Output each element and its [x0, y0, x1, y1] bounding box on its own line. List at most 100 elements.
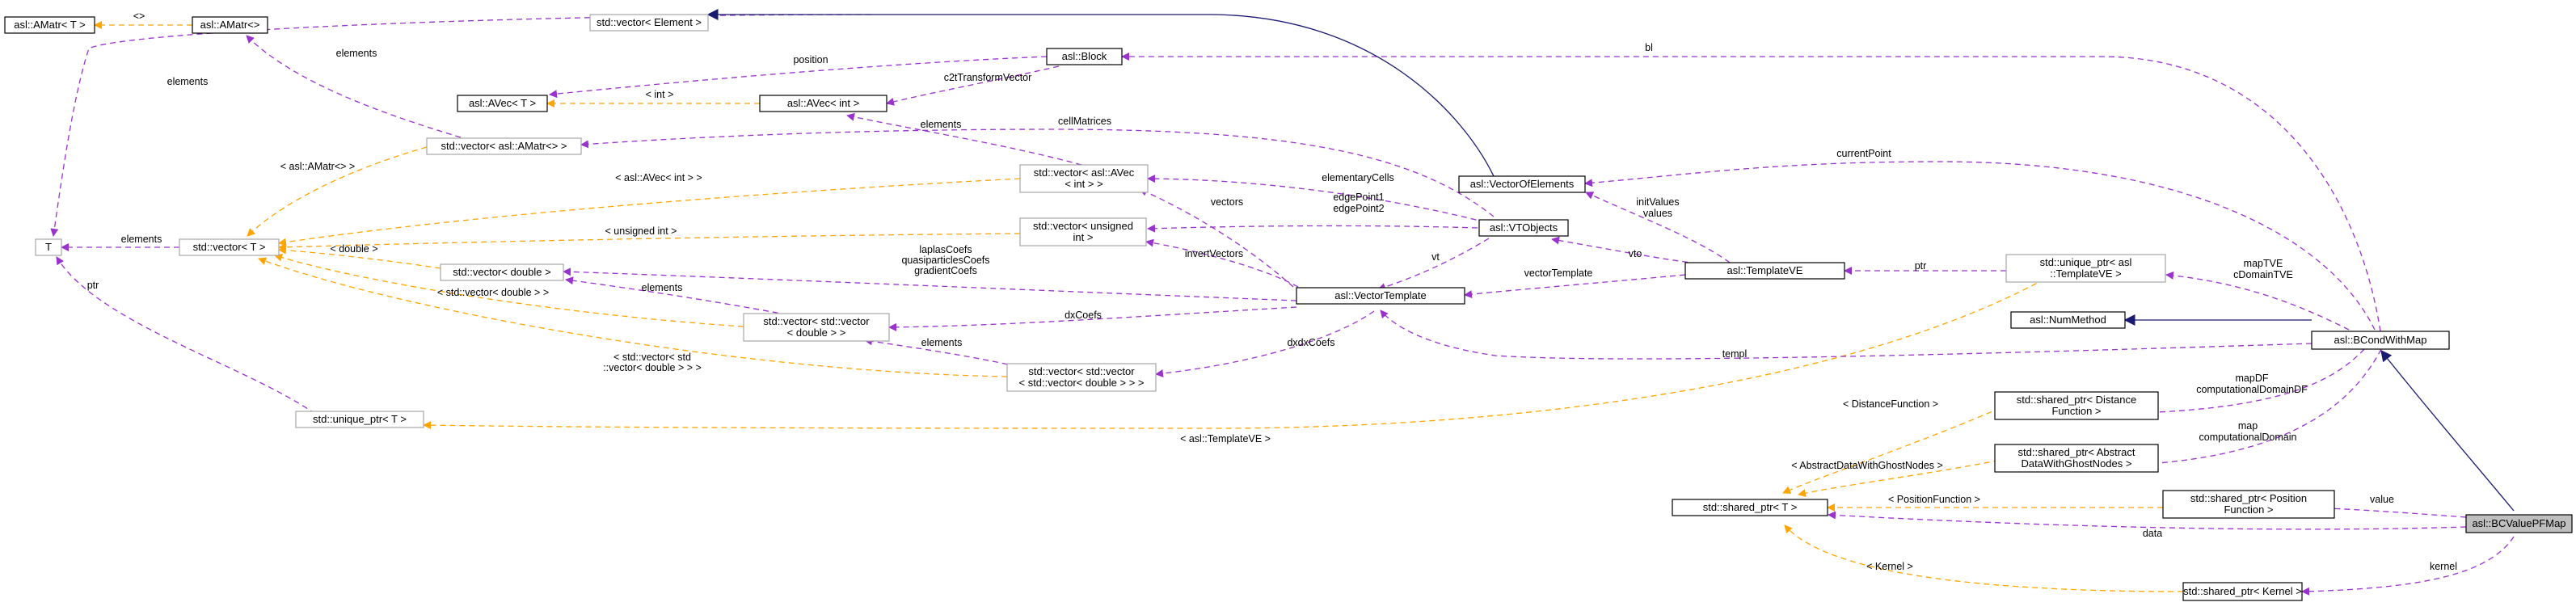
svg-text:elements: elements	[121, 234, 162, 245]
node-vector-amatr[interactable]: std::vector< asl::AMatr<> >	[426, 137, 582, 155]
edge-double-template	[278, 246, 441, 269]
edge-vector-avec-elements	[846, 112, 1082, 166]
svg-text:std::shared_ptr< T >: std::shared_ptr< T >	[1703, 501, 1798, 513]
svg-text:vt: vt	[1431, 251, 1440, 263]
svg-text:<>: <>	[133, 11, 145, 22]
edge-elementary-cells	[1147, 175, 1486, 223]
node-shared-ptr-kernel[interactable]: std::shared_ptr< Kernel >	[2182, 582, 2303, 601]
edge-distance-template	[1782, 395, 2028, 494]
label-kernel: kernel	[2430, 561, 2457, 572]
node-vector-element[interactable]: std::vector< Element >	[589, 14, 709, 32]
node-vector-vector-double[interactable]: std::vector< std::vector< double > >	[743, 313, 890, 342]
edge-vector-double-elements	[565, 276, 807, 319]
svg-text:elements: elements	[642, 282, 683, 293]
label-unsigned-template: < unsigned int >	[605, 225, 677, 237]
svg-text:currentPoint: currentPoint	[1836, 148, 1891, 159]
label-vector-template: vectorTemplate	[1524, 267, 1593, 279]
node-bcond-with-map[interactable]: asl::BCondWithMap	[2311, 331, 2450, 350]
label-template-ve-template: < asl::TemplateVE >	[1180, 433, 1271, 444]
svg-text:std::vector< asl::AMatr<> >: std::vector< asl::AMatr<> >	[441, 140, 567, 152]
svg-text:templ: templ	[1722, 348, 1748, 360]
edge-layer	[50, 9, 2515, 596]
edge-unsigned-template	[278, 233, 1021, 251]
node-vector-of-elements[interactable]: asl::VectorOfElements	[1458, 175, 1586, 193]
edge-vector-template	[1464, 274, 1686, 299]
node-vector-template[interactable]: asl::VectorTemplate	[1296, 287, 1465, 305]
svg-text:value: value	[2370, 494, 2394, 505]
svg-text:data: data	[2143, 528, 2162, 539]
edge-inherit-vector-element	[706, 9, 1495, 177]
edge-laplas-coefs	[563, 267, 1297, 301]
node-vector-double[interactable]: std::vector< double >	[440, 263, 564, 281]
label-elementary-cells: elementaryCells	[1322, 172, 1394, 183]
svg-text:< unsigned int >: < unsigned int >	[605, 225, 677, 237]
edge-value	[2251, 502, 2467, 518]
svg-text:< asl::TemplateVE >: < asl::TemplateVE >	[1180, 433, 1271, 444]
svg-text:dxdxCoefs: dxdxCoefs	[1287, 337, 1334, 348]
label-vector-avec-template: < asl::AVec< int > >	[615, 172, 702, 183]
node-vector-avec-int[interactable]: std::vector< asl::AVec< int > >	[1019, 164, 1149, 193]
label-invert-vectors: invertVectors	[1185, 248, 1243, 259]
edge-vt	[1377, 238, 1490, 291]
node-avec-int[interactable]: asl::AVec< int >	[759, 95, 887, 112]
svg-text:std::shared_ptr< AbstractDataW: std::shared_ptr< AbstractDataWithGhostNo…	[2018, 446, 2135, 470]
label-vvv-elements: elements	[921, 337, 963, 348]
label-vector-amatr-elements: elements	[336, 48, 377, 59]
label-template-ve-ptr: ptr	[1915, 260, 1927, 272]
label-distance-template: < DistanceFunction >	[1843, 398, 1938, 410]
node-unique-ptr-t[interactable]: std::unique_ptr< T >	[295, 411, 424, 428]
svg-text:< AbstractDataWithGhostNodes >: < AbstractDataWithGhostNodes >	[1791, 460, 1943, 471]
node-bc-value-pf-map[interactable]: asl::BCValuePFMap	[2465, 514, 2573, 533]
edge-block-position	[549, 56, 1048, 99]
label-vto: vto	[1629, 248, 1642, 259]
svg-text:std::vector< Element >: std::vector< Element >	[597, 16, 702, 28]
svg-text:std::shared_ptr< PositionFunct: std::shared_ptr< PositionFunction >	[2190, 492, 2307, 516]
edge-vector-amatr-template	[247, 146, 428, 237]
label-amatr-elements: elements	[167, 76, 209, 87]
node-shared-ptr-t[interactable]: std::shared_ptr< T >	[1672, 499, 1828, 516]
edge-unique-ptr-ptr	[56, 256, 316, 415]
svg-text:asl::VectorOfElements: asl::VectorOfElements	[1470, 178, 1575, 190]
svg-text:cellMatrices: cellMatrices	[1058, 116, 1111, 127]
svg-text:c2tTransformVector: c2tTransformVector	[944, 72, 1032, 83]
edge-vector-avec-template	[278, 178, 1021, 246]
label-bl: bl	[1645, 42, 1653, 53]
node-amatr-t[interactable]: asl::AMatr< T >	[4, 16, 95, 34]
svg-text:< Kernel >: < Kernel >	[1866, 561, 1913, 572]
label-unique-ptr-ptr: ptr	[87, 280, 99, 291]
node-template-ve[interactable]: asl::TemplateVE	[1684, 262, 1845, 280]
node-avec-t[interactable]: asl::AVec< T >	[457, 95, 548, 112]
node-block[interactable]: asl::Block	[1046, 48, 1123, 65]
svg-text:kernel: kernel	[2430, 561, 2457, 572]
edge-label-layer: <> elements elements position c2tTransfo…	[87, 11, 2457, 572]
svg-text:vectors: vectors	[1211, 196, 1243, 208]
label-kernel-template: < Kernel >	[1866, 561, 1913, 572]
label-data: data	[2143, 528, 2162, 539]
svg-text:invertVectors: invertVectors	[1185, 248, 1243, 259]
node-t[interactable]: T	[35, 238, 62, 256]
node-vector-t[interactable]: std::vector< T >	[179, 238, 280, 256]
svg-text:T: T	[45, 241, 52, 253]
label-position-template: < PositionFunction >	[1888, 494, 1980, 505]
node-unique-ptr-template-ve[interactable]: std::unique_ptr< asl::TemplateVE >	[2005, 254, 2166, 283]
svg-text:< std::vector< double > >: < std::vector< double > >	[437, 287, 549, 298]
svg-text:< int >: < int >	[646, 89, 674, 100]
svg-text:std::vector< asl::AVec< int >: std::vector< asl::AVec< int > >	[1034, 166, 1135, 190]
node-num-method[interactable]: asl::NumMethod	[2010, 311, 2126, 329]
node-vector-vector-vector-double[interactable]: std::vector< std::vector< std::vector< d…	[1006, 363, 1157, 392]
node-vtobjects[interactable]: asl::VTObjects	[1478, 219, 1569, 237]
label-vector-avec-elements: elements	[921, 119, 962, 130]
node-amatr[interactable]: asl::AMatr<>	[192, 16, 268, 34]
